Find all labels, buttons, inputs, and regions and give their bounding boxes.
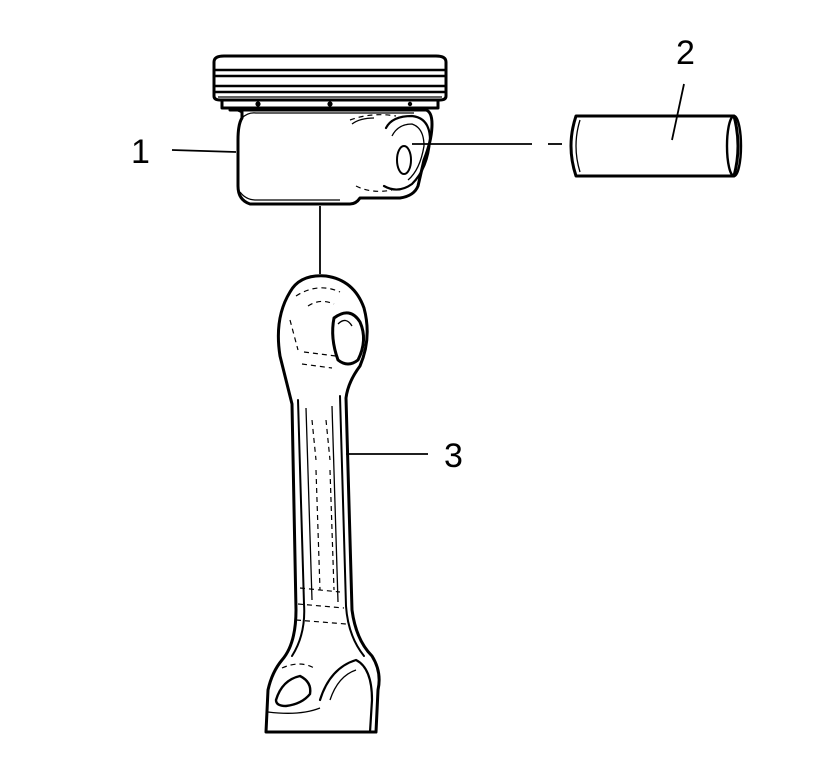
callout-3: 3 xyxy=(444,437,463,475)
callout-2: 2 xyxy=(676,34,695,72)
callouts: 1 2 3 xyxy=(131,34,695,475)
piston xyxy=(212,54,448,206)
connecting-rod xyxy=(264,274,381,734)
leader-line-1 xyxy=(171,149,237,153)
piston-pin xyxy=(569,114,743,178)
callout-1: 1 xyxy=(131,133,150,171)
leader-line-2 xyxy=(671,83,685,141)
leader-lines xyxy=(171,83,685,455)
